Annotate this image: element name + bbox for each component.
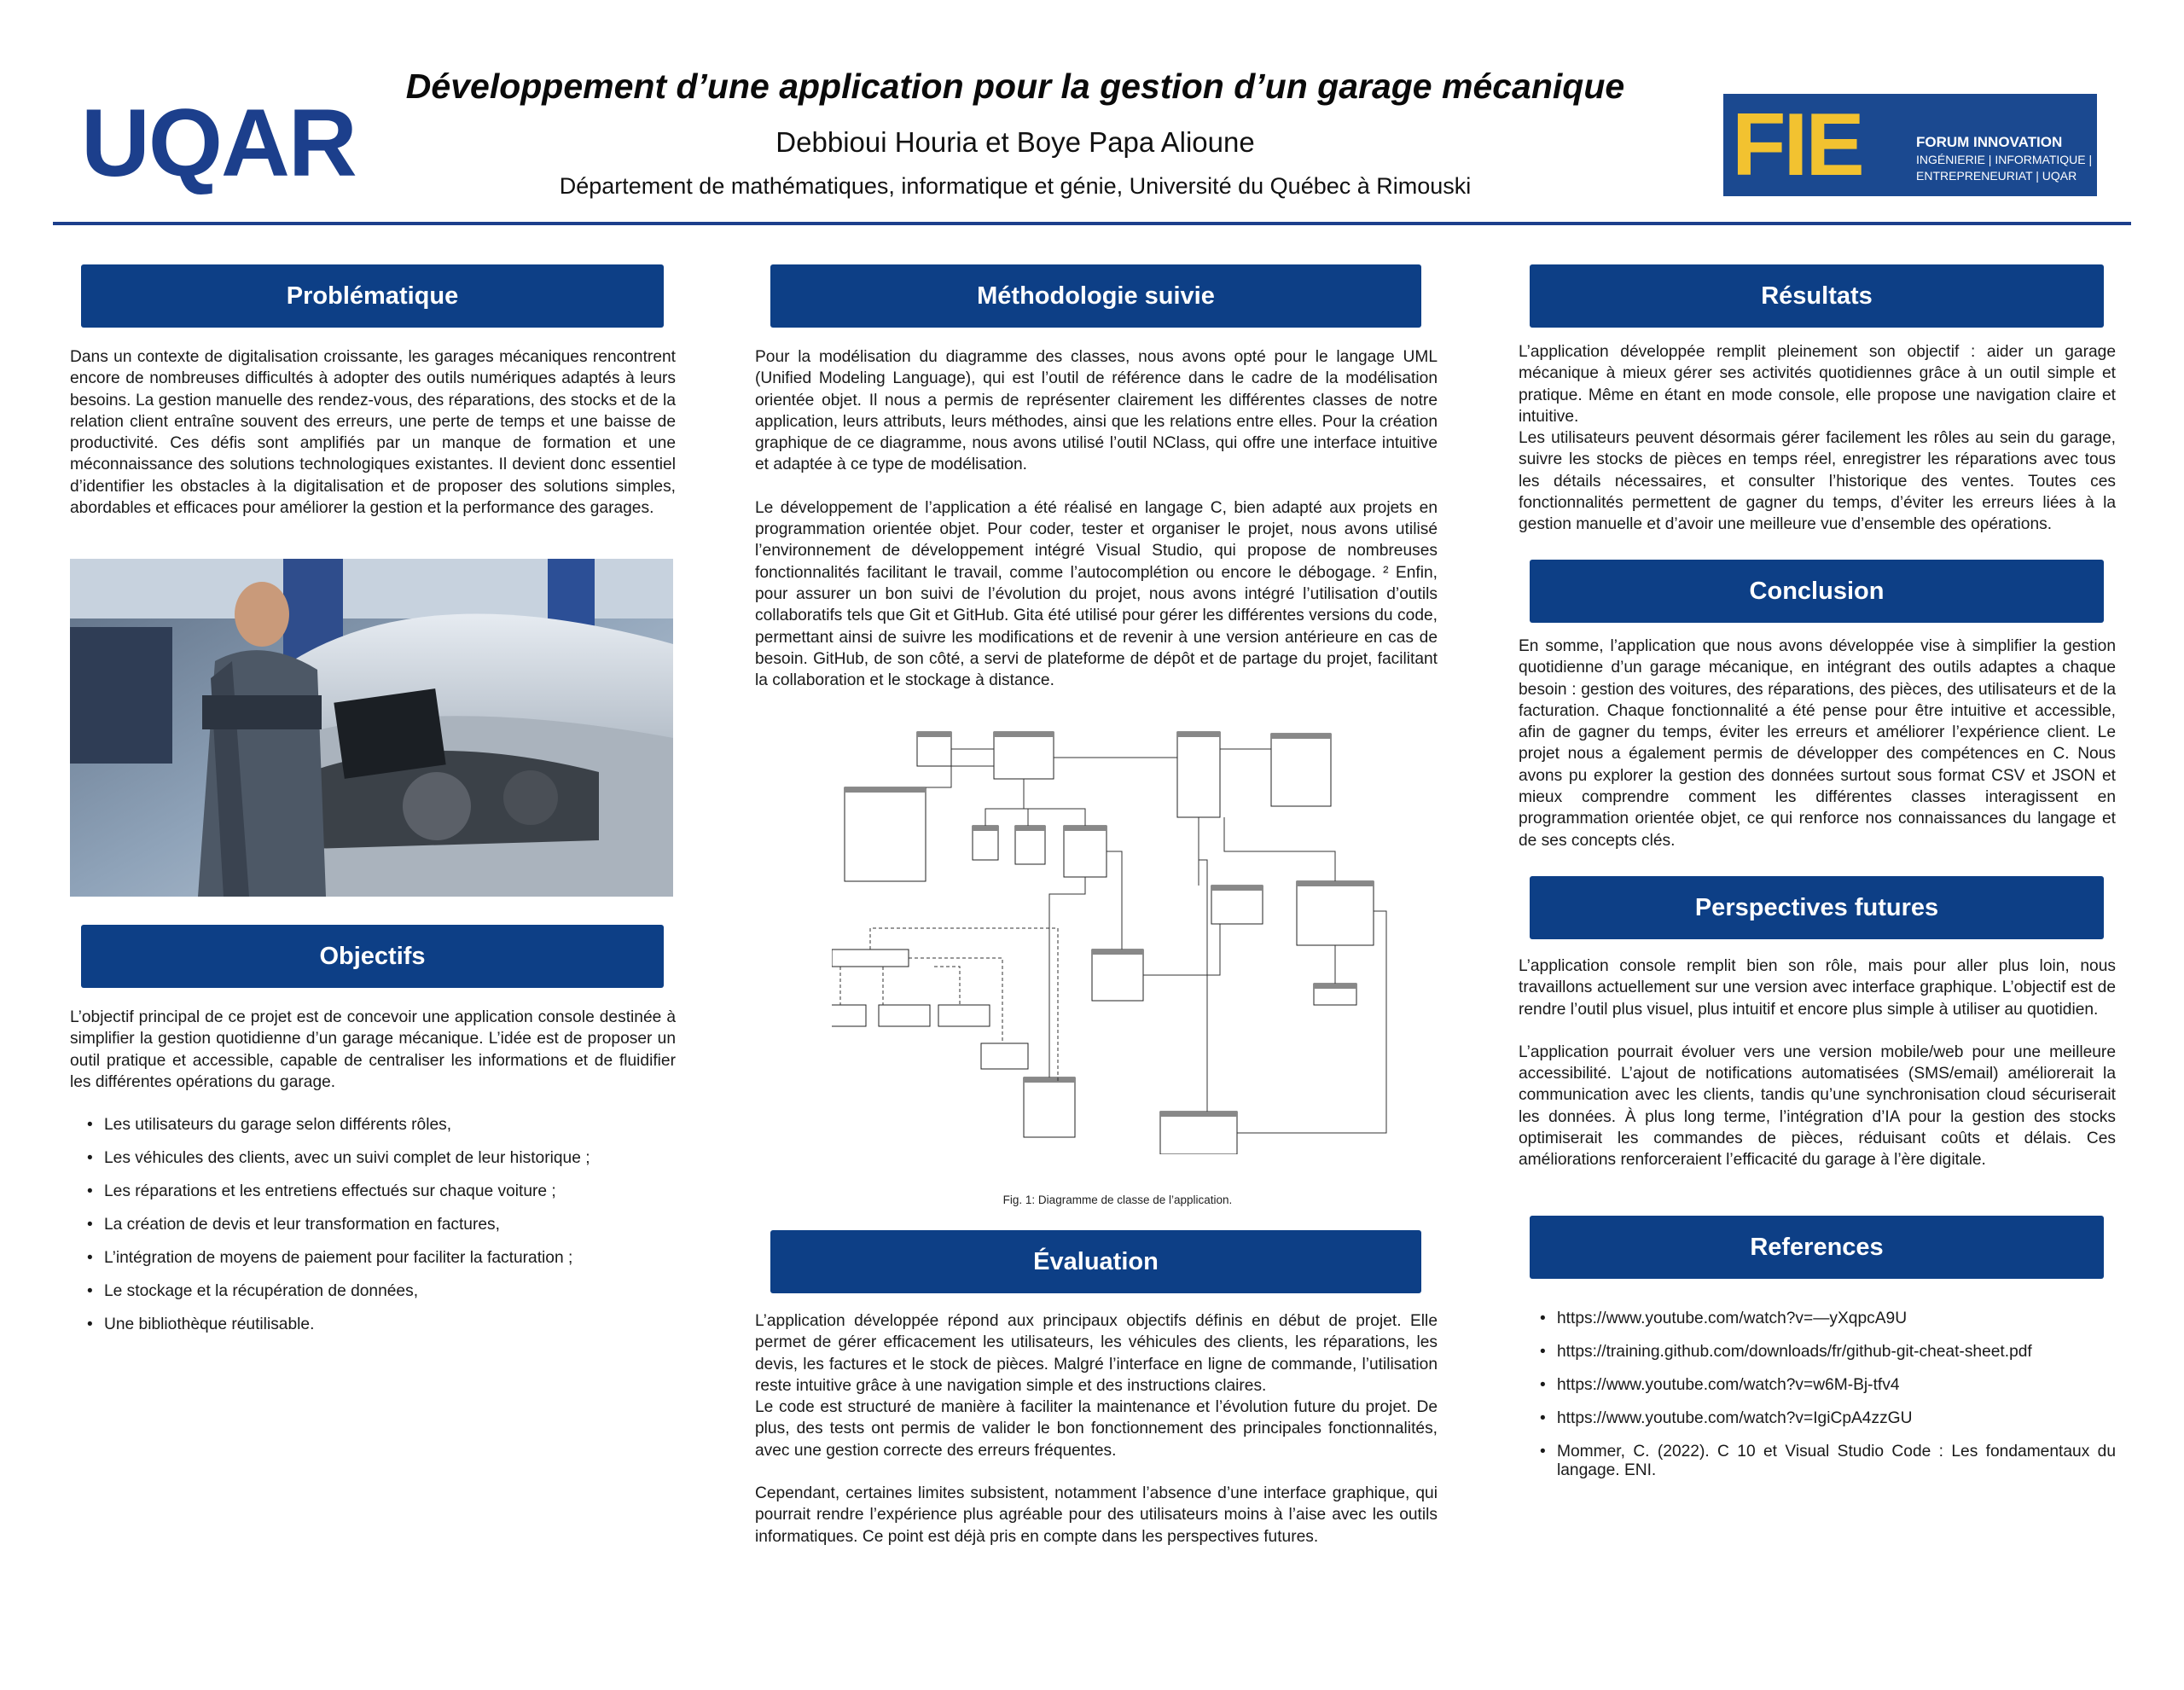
reference-item: https://www.youtube.com/watch?v=—yXqpcA9…: [1531, 1310, 2116, 1328]
header-divider: [53, 222, 2131, 225]
perspectives-text: L’application console remplit bien son r…: [1519, 955, 2116, 1193]
evaluation-paragraph-3: Cependant, certaines limites subsistent,…: [755, 1484, 1438, 1546]
problematique-text: Dans un contexte de digitalisation crois…: [70, 348, 676, 518]
list-item: Une bibliothèque réutilisable.: [78, 1315, 676, 1334]
resultats-text: L’application développée remplit pleinem…: [1519, 341, 2116, 557]
resultats-paragraph-1: L’application développée remplit pleinem…: [1519, 343, 2116, 426]
heading-resultats: Résultats: [1530, 264, 2104, 328]
fie-logo: FIE FORUM INNOVATION INGÉNIERIE | INFORM…: [1723, 94, 2097, 196]
heading-perspectives: Perspectives futures: [1530, 876, 2104, 939]
list-item: L’intégration de moyens de paiement pour…: [78, 1249, 676, 1268]
figure-caption: Fig. 1: Diagramme de classe de l’applica…: [1002, 1193, 1233, 1206]
heading-evaluation: Évaluation: [770, 1230, 1421, 1293]
uml-diagram-graphic: [814, 731, 1387, 1155]
list-item: Le stockage et la récupération de donnée…: [78, 1282, 676, 1301]
mechanic-photo-image: [70, 559, 673, 897]
list-item: Les véhicules des clients, avec un suivi…: [78, 1149, 676, 1168]
perspectives-paragraph-1: L’application console remplit bien son r…: [1519, 957, 2116, 1019]
evaluation-paragraph-1: L’application développée répond aux prin…: [755, 1312, 1438, 1395]
heading-references: References: [1530, 1216, 2104, 1279]
objectifs-list: Les utilisateurs du garage selon différe…: [78, 1116, 676, 1349]
evaluation-text: L’application développée répond aux prin…: [755, 1310, 1438, 1569]
list-item: Les utilisateurs du garage selon différe…: [78, 1116, 676, 1135]
heading-objectifs: Objectifs: [81, 925, 664, 988]
poster-affiliation: Département de mathématiques, informatiq…: [559, 173, 1472, 199]
methodologie-paragraph-1: Pour la modélisation du diagramme des cl…: [755, 348, 1438, 474]
reference-item: https://www.youtube.com/watch?v=IgiCpA4z…: [1531, 1409, 2116, 1428]
uqar-logo: UQAR: [81, 90, 357, 196]
conclusion-text: En somme, l’application que nous avons d…: [1519, 637, 2116, 850]
reference-item: https://www.youtube.com/watch?v=w6M-Bj-t…: [1531, 1376, 2116, 1395]
mechanic-photo: [70, 559, 673, 897]
fie-logo-line1: FORUM INNOVATION: [1916, 134, 2063, 150]
fie-logo-line3: ENTREPRENEURIAT | UQAR: [1916, 169, 2077, 183]
uml-class-diagram: [814, 723, 1403, 1155]
reference-item: https://training.github.com/downloads/fr…: [1531, 1343, 2116, 1362]
methodologie-paragraph-2: Le développement de l’application a été …: [755, 498, 1438, 690]
heading-conclusion: Conclusion: [1530, 560, 2104, 623]
reference-item: Mommer, C. (2022). C 10 et Visual Studio…: [1531, 1443, 2116, 1480]
fie-logo-line2: INGÉNIERIE | INFORMATIQUE |: [1916, 153, 2093, 166]
heading-problematique: Problématique: [81, 264, 664, 328]
resultats-paragraph-2: Les utilisateurs peuvent désormais gérer…: [1519, 429, 2116, 534]
fie-logo-mark: FIE: [1732, 96, 1865, 195]
list-item: Les réparations et les entretiens effect…: [78, 1182, 676, 1201]
poster-title: Développement d’une application pour la …: [405, 67, 1625, 106]
perspectives-paragraph-2: L’application pourrait évoluer vers une …: [1519, 1042, 2116, 1170]
heading-methodologie: Méthodologie suivie: [770, 264, 1421, 328]
evaluation-paragraph-2: Le code est structuré de manière à facil…: [755, 1398, 1438, 1460]
references-list: https://www.youtube.com/watch?v=—yXqpcA9…: [1531, 1310, 2116, 1495]
methodologie-text: Pour la modélisation du diagramme des cl…: [755, 346, 1438, 712]
poster-authors: Debbioui Houria et Boye Papa Alioune: [775, 126, 1255, 158]
list-item: La création de devis et leur transformat…: [78, 1216, 676, 1234]
objectifs-text: L’objectif principal de ce projet est de…: [70, 1008, 676, 1091]
